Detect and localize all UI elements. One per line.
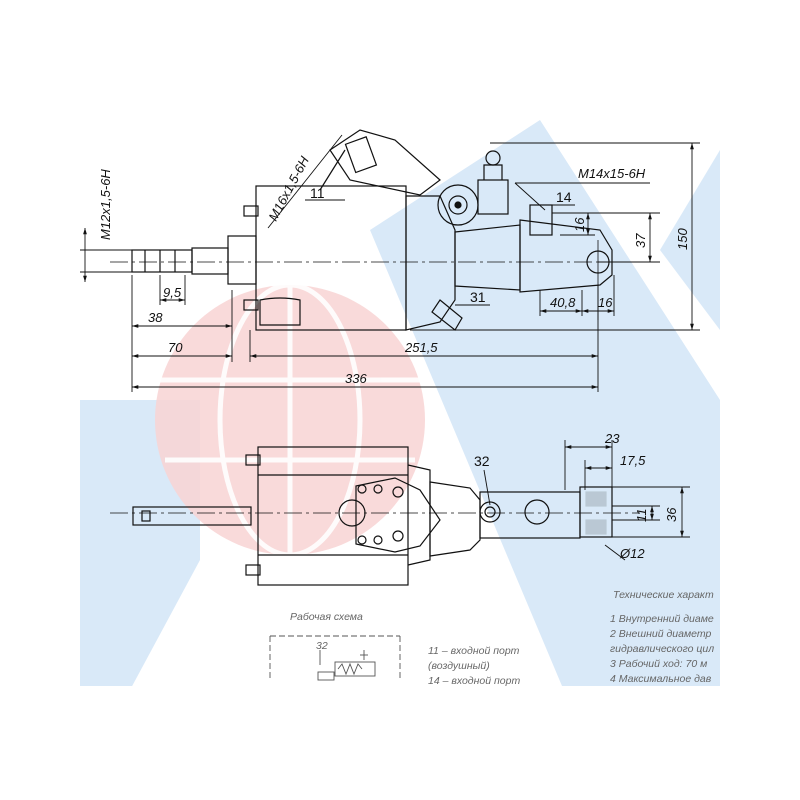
specs-line-4: 3 Рабочий ход: 70 м xyxy=(610,658,707,670)
hydraulic-port xyxy=(529,204,553,236)
specs-line-5: 4 Максимальное дав xyxy=(610,673,712,685)
bottom-rod xyxy=(132,506,252,526)
dim-11: 11 xyxy=(634,509,649,523)
dim-17-5: 17,5 xyxy=(620,453,646,468)
dim-16-vertical: 16 xyxy=(572,217,587,232)
scheme-diagram xyxy=(269,635,401,681)
callout-14: 14 xyxy=(556,189,572,205)
dim-23: 23 xyxy=(604,431,620,446)
dim-36: 36 xyxy=(664,507,679,522)
dim-38: 38 xyxy=(148,310,163,325)
callout-11: 11 xyxy=(310,185,325,201)
bleeder-body xyxy=(477,179,509,215)
top-view xyxy=(110,129,640,331)
technical-specs: Технические характ 1 Внутренний диаме 2 … xyxy=(609,589,714,685)
specs-title: Технические характ xyxy=(613,589,714,601)
bottom-view xyxy=(110,446,640,586)
rod-thread xyxy=(131,249,193,273)
watermark-blue-shape xyxy=(370,120,720,800)
bottom-view-labels: 23 17,5 11 36 Ø12 32 xyxy=(474,431,679,561)
dim-251-5: 251,5 xyxy=(404,340,438,355)
clevis xyxy=(579,486,613,538)
scheme-title: Рабочая схема xyxy=(290,611,363,623)
dim-37: 37 xyxy=(633,233,648,248)
connector-body xyxy=(329,129,441,196)
bottom-valve xyxy=(429,481,481,557)
bottom-ring xyxy=(524,499,550,525)
scheme-port-14-line: 14 – входной порт xyxy=(428,675,520,687)
thread-label-m12: M12x1,5-6H xyxy=(98,169,113,240)
specs-line-2: 2 Внешний диаметр xyxy=(609,628,711,640)
working-scheme: Рабочая схема 32 11 – входной порт (возд… xyxy=(269,611,520,687)
dim-336: 336 xyxy=(345,371,367,386)
dim-16-bottom: 16 xyxy=(598,295,613,310)
callout-31: 31 xyxy=(470,289,486,305)
bottom-dimensions xyxy=(483,440,690,561)
bleeder-cap xyxy=(485,150,501,166)
thread-label-m14: M14x15-6H xyxy=(578,166,646,181)
watermark-blue-shape-right xyxy=(660,150,720,330)
scheme-port-11-line2: (воздушный) xyxy=(428,660,490,672)
watermark xyxy=(80,120,720,800)
scheme-port-11-line1: 11 – входной порт xyxy=(428,645,520,657)
bottom-crop-mask xyxy=(0,686,800,800)
dim-9-5: 9,5 xyxy=(163,285,182,300)
output-fork xyxy=(519,219,613,293)
rod-shaft xyxy=(191,247,229,275)
thread-label-m16: M16x1,5-6H xyxy=(265,153,312,223)
bottom-housing xyxy=(257,446,409,586)
dim-150: 150 xyxy=(675,228,690,250)
specs-line-3: гидравлического цил xyxy=(610,643,714,655)
dim-40-8: 40,8 xyxy=(550,295,576,310)
dim-phi12: Ø12 xyxy=(619,546,645,561)
right-crop-mask xyxy=(720,0,800,800)
callout-32: 32 xyxy=(474,453,490,469)
top-dimensions xyxy=(80,134,700,392)
dim-70: 70 xyxy=(168,340,183,355)
port-32-opening xyxy=(479,501,501,523)
rod-collar xyxy=(227,235,257,285)
scheme-label-32: 32 xyxy=(316,640,328,652)
specs-line-1: 1 Внутренний диаме xyxy=(610,613,714,625)
